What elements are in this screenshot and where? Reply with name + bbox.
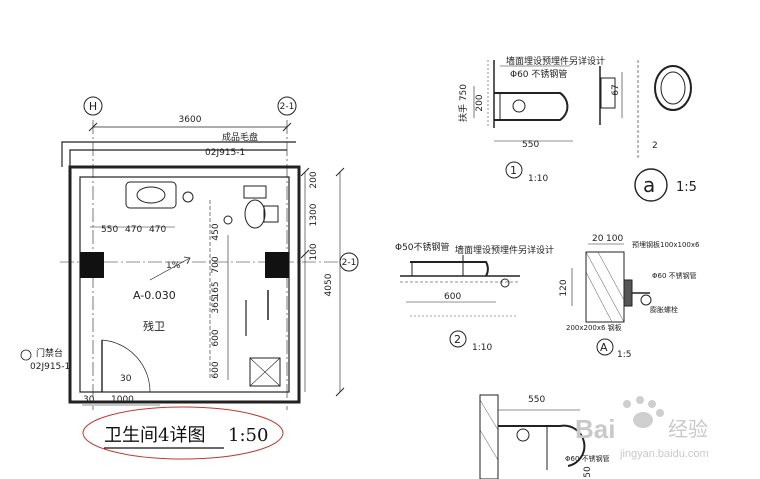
dim-height-label: 4050 xyxy=(324,273,334,296)
slope-label: 1% xyxy=(166,261,181,271)
detail-3-dim-550: 550 xyxy=(528,395,545,405)
watermark: Bai 经验 jingyan.baidu.com xyxy=(575,396,709,460)
detail-a-marker: A xyxy=(600,341,608,354)
detail-1-note-1: 墙面埋设预埋件另详设计 xyxy=(506,55,605,67)
dim-bottom-label-1: 30 xyxy=(83,395,95,405)
detail-2-marker: 2 xyxy=(454,333,461,346)
door-note: 门禁台 xyxy=(36,347,63,359)
floor-plan xyxy=(60,96,359,410)
watermark-brand: Bai xyxy=(575,414,615,444)
detail-1-dim-200: 200 xyxy=(475,94,485,111)
detail-1-dim-2: 2 xyxy=(652,141,658,151)
detail-1 xyxy=(473,60,692,202)
detail-a-note-2: Φ60 不锈钢管 xyxy=(652,271,697,280)
detail-2-dim-600: 600 xyxy=(444,292,461,302)
dim-row-label-1: 550 xyxy=(101,225,118,235)
detail-a-note-3: 膨胀螺栓 xyxy=(650,305,678,314)
detail-1-dim-vertical: 扶手 750 xyxy=(457,84,469,122)
grid-axis-h-label: H xyxy=(89,100,97,113)
detail-a-section xyxy=(571,243,652,356)
dim-inner-label-2: 700 xyxy=(211,256,221,273)
door-ref-bubble xyxy=(20,349,32,361)
dim-inner-label-4: 165 xyxy=(211,281,221,298)
dim-inner-label-6: 600 xyxy=(211,361,221,378)
grid-axis-2-1-top-label: 2-1 xyxy=(280,102,295,112)
ref-top-code: 02J915-1 xyxy=(205,148,245,158)
detail-1-dim-67: 67 xyxy=(611,84,621,95)
detail-a-round-marker: a xyxy=(643,173,655,197)
dim-row-label-3: 470 xyxy=(149,225,166,235)
detail-a-dim-top-1: 20 xyxy=(592,234,604,244)
dim-bottom-label-3: 30 xyxy=(120,374,132,384)
dim-right-label-1: 200 xyxy=(309,171,319,188)
detail-a-note-4: 200x200x6 钢板 xyxy=(566,323,622,332)
room-level-label: A-0.030 xyxy=(133,289,176,302)
detail-1-scale: 1:10 xyxy=(528,174,548,184)
detail-a-scale: 1:5 xyxy=(617,350,631,360)
title-highlight-ellipse xyxy=(82,406,284,460)
dim-right-label-3: 100 xyxy=(309,243,319,260)
detail-1-note-2: Φ60 不锈钢管 xyxy=(510,68,567,80)
drawing-title: 卫生间4详图 xyxy=(104,425,205,446)
detail-2-scale: 1:10 xyxy=(472,343,492,353)
ref-top-note: 成品毛盘 xyxy=(222,131,258,143)
detail-1-marker: 1 xyxy=(510,164,517,177)
watermark-url: jingyan.baidu.com xyxy=(619,448,709,460)
detail-1-dim-550: 550 xyxy=(522,140,539,150)
door-code: 02J915-1 xyxy=(30,362,70,372)
detail-2 xyxy=(400,255,520,348)
detail-3-note: Φ60 不锈钢管 xyxy=(565,454,610,463)
dim-row-label-2: 470 xyxy=(125,225,142,235)
dim-inner-label-3: 365 xyxy=(211,296,221,313)
detail-a-round-scale: 1:5 xyxy=(676,180,697,195)
detail-a-note-1: 预埋钢板100x100x6 xyxy=(632,240,700,249)
detail-3-dim-50: 50 xyxy=(583,466,593,478)
detail-3 xyxy=(479,394,586,479)
watermark-brand-suffix: 经验 xyxy=(668,418,708,441)
dim-inner-label-1: 450 xyxy=(211,223,221,240)
drawing-scale: 1:50 xyxy=(228,425,268,446)
detail-2-note-2: 墙面埋设预埋件另详设计 xyxy=(455,244,554,256)
dim-width-label: 3600 xyxy=(179,115,202,125)
dim-inner-label-5: 600 xyxy=(211,329,221,346)
detail-2-note-1: Φ50不锈钢管 xyxy=(395,241,450,253)
room-name-label: 残卫 xyxy=(143,319,165,333)
detail-a-dim-top-2: 100 xyxy=(606,234,623,244)
grid-axis-2-1-right-label: 2-1 xyxy=(342,258,357,268)
dim-right-label-2: 1300 xyxy=(309,203,319,226)
dim-bottom-label-2: 1000 xyxy=(111,395,134,405)
detail-a-dim-side: 120 xyxy=(559,279,569,296)
